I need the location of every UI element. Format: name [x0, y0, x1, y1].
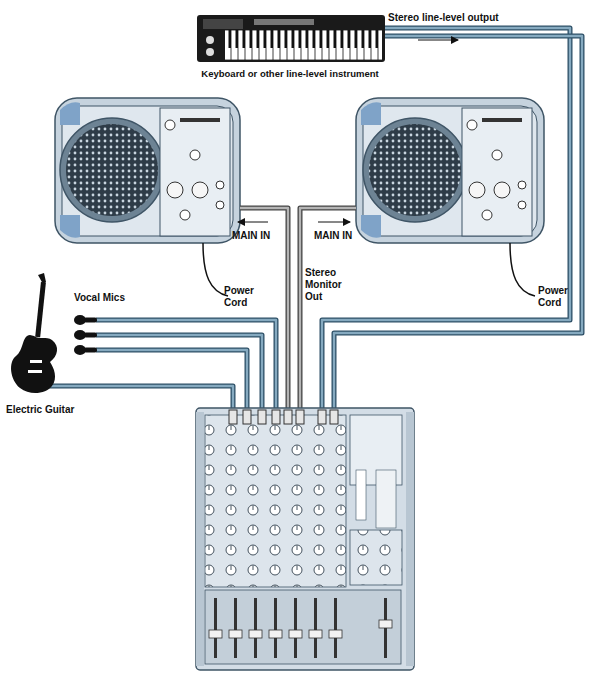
keyboard-illustration	[197, 15, 385, 62]
signal-arrow	[418, 40, 458, 41]
signal-arrow	[238, 222, 268, 223]
cable-label: Power Cord	[538, 285, 574, 309]
instrument-cable	[48, 320, 276, 412]
power-cord	[510, 243, 535, 296]
line-cable	[322, 28, 582, 412]
instrument-node: Electric Guitar	[2, 272, 102, 422]
cable-label: Power Cord	[224, 285, 260, 309]
mixer-illustration	[196, 408, 414, 670]
instrument-label: Vocal Mics	[74, 292, 154, 304]
speaker-illustration	[356, 98, 544, 243]
microphone-icon	[74, 315, 97, 355]
instrument-label: Keyboard or other line-level instrument	[180, 68, 400, 80]
instrument-node: Vocal Mics	[68, 290, 148, 360]
instrument-label: Electric Guitar	[6, 404, 106, 416]
guitar-silhouette	[11, 273, 57, 393]
cable-label: Stereo Monitor Out	[305, 267, 353, 303]
cable-label: Stereo line-level output	[388, 12, 528, 24]
speaker-illustration	[55, 98, 240, 243]
signal-arrow	[318, 222, 350, 223]
instrument-node: Keyboard or other line-level instrument	[180, 12, 400, 84]
cable-label: MAIN IN	[314, 230, 374, 242]
cable-label: MAIN IN	[232, 230, 292, 242]
